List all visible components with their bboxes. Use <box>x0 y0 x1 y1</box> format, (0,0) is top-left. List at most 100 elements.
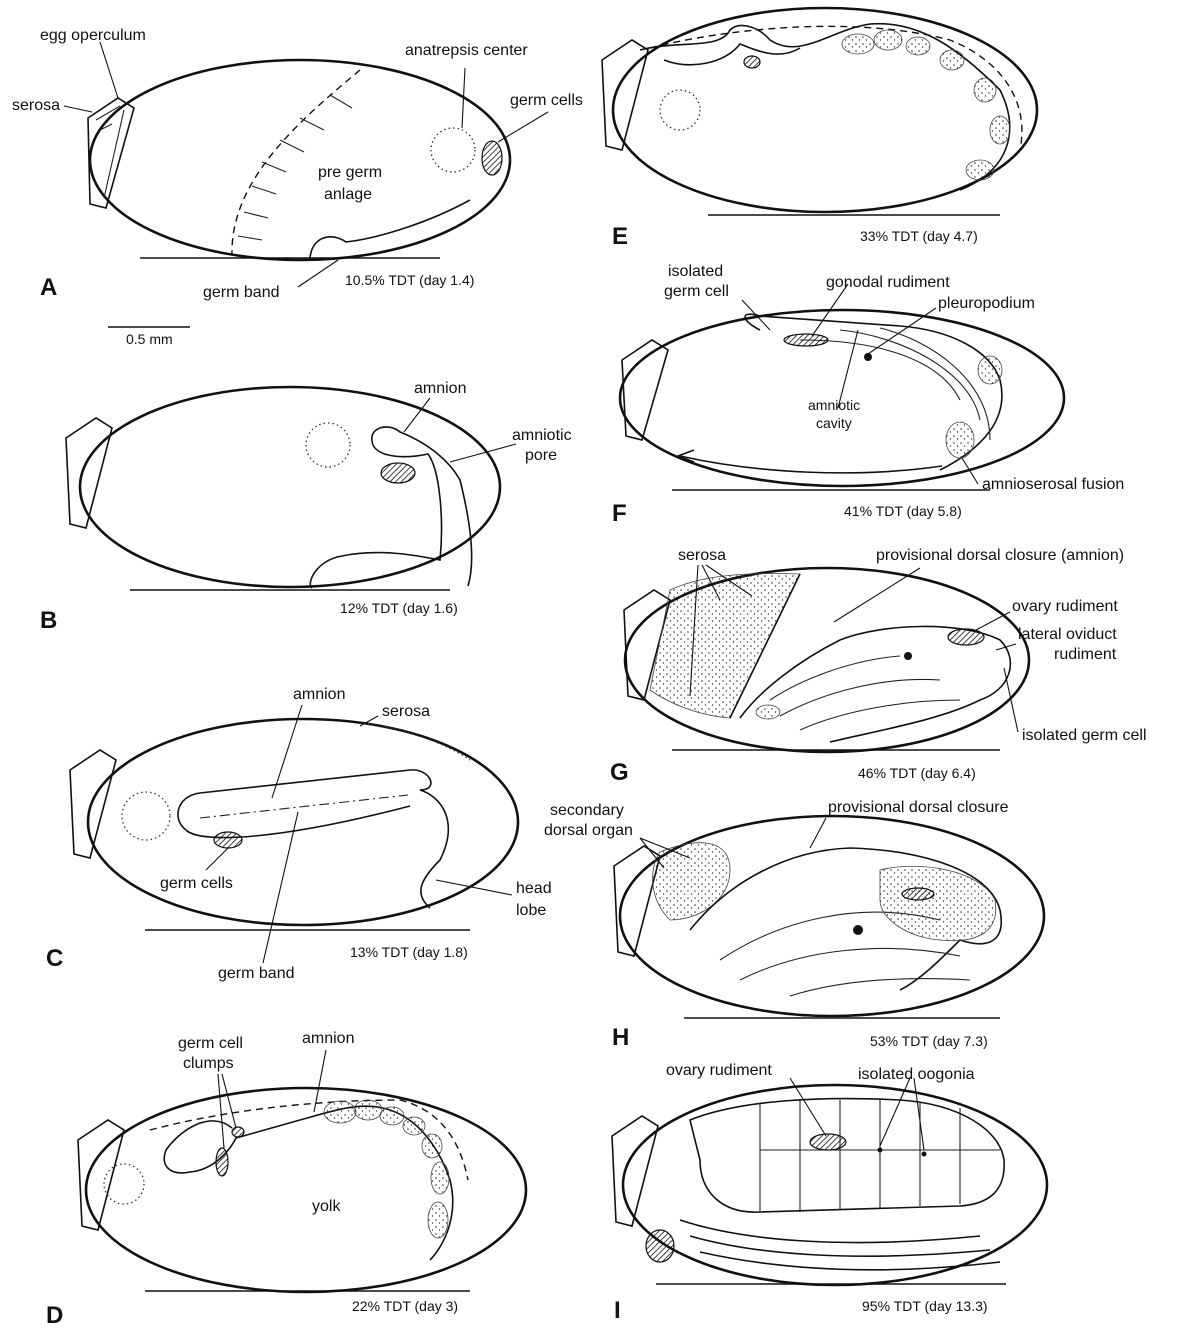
label-anatrepsis-center: anatrepsis center <box>405 42 528 59</box>
egg-operculum-shape <box>612 1116 658 1226</box>
label-isolated-germ-cell: isolated germ cell <box>1022 727 1147 744</box>
caption-i: 95% TDT (day 13.3) <box>862 1298 988 1314</box>
germ-cell-clumps-shape <box>216 1148 228 1176</box>
germ-band-shape <box>310 427 471 588</box>
amnion-line <box>150 1100 468 1180</box>
segment-lines <box>770 656 960 730</box>
panel-letter-d: D <box>46 1302 63 1329</box>
label-dorsal-organ: dorsal organ <box>544 822 633 839</box>
oogonium-dot <box>922 1152 927 1157</box>
label-germ-band: germ band <box>203 284 280 301</box>
label-provisional-dorsal-closure: provisional dorsal closure (amnion) <box>876 547 1124 564</box>
label-amniotic: amniotic <box>808 397 860 413</box>
label-rudiment: rudiment <box>1054 646 1117 663</box>
germ-cells-shape <box>744 56 760 68</box>
label-germ-cell: germ cell <box>664 283 729 300</box>
label-cavity: cavity <box>816 415 852 431</box>
panel-letter-c: C <box>46 945 63 972</box>
label-germ-cell: germ cell <box>178 1035 243 1052</box>
egg-outline <box>88 719 518 925</box>
panel-letter-i: I <box>614 1297 621 1324</box>
germ-cells-shape <box>381 463 415 483</box>
label-clumps: clumps <box>183 1055 234 1072</box>
label-pre-germ: pre germ <box>318 164 382 181</box>
label-germ-band: germ band <box>218 965 295 982</box>
label-provisional-dorsal-closure: provisional dorsal closure <box>828 799 1009 816</box>
segment-lines <box>760 1100 1000 1212</box>
panel-f: isolated germ cell gonodal rudiment pleu… <box>612 263 1124 527</box>
serosa-shape <box>650 574 800 718</box>
caption-g: 46% TDT (day 6.4) <box>858 765 976 781</box>
label-pore: pore <box>525 447 557 464</box>
label-lobe: lobe <box>516 902 546 919</box>
scale-bar-label: 0.5 mm <box>126 331 173 347</box>
head-fold <box>664 44 800 65</box>
anlage-boundary <box>232 70 360 255</box>
label-ovary-rudiment: ovary rudiment <box>666 1062 772 1079</box>
panel-letter-g: G <box>610 759 629 786</box>
label-secondary: secondary <box>550 802 624 819</box>
panel-g: serosa provisional dorsal closure (amnio… <box>610 547 1147 786</box>
label-anlage: anlage <box>324 186 372 203</box>
label-head: head <box>516 880 552 897</box>
appendage-stipple <box>756 705 780 719</box>
caption-d: 22% TDT (day 3) <box>352 1298 458 1314</box>
egg-operculum-shape <box>622 340 668 440</box>
label-amnion: amnion <box>302 1030 354 1047</box>
panel-e: 33% TDT (day 4.7) E <box>602 8 1037 250</box>
label-pleuropodium: pleuropodium <box>938 295 1035 312</box>
egg-operculum-shape <box>602 40 648 150</box>
panel-letter-f: F <box>612 500 627 527</box>
abdomen-outline <box>690 1099 1004 1213</box>
label-germ-cells: germ cells <box>510 92 583 109</box>
panel-letter-a: A <box>40 274 57 301</box>
label-serosa: serosa <box>382 703 430 720</box>
label-amnion: amnion <box>414 380 466 397</box>
caption-e: 33% TDT (day 4.7) <box>860 228 978 244</box>
caption-c: 13% TDT (day 1.8) <box>350 944 468 960</box>
panel-letter-e: E <box>612 223 628 250</box>
label-amniotic: amniotic <box>512 427 572 444</box>
ovary-rudiment-shape <box>948 629 984 645</box>
panel-c: amnion serosa germ cells head lobe germ … <box>46 686 552 982</box>
leg-lines <box>680 1220 1000 1270</box>
egg-operculum-shape <box>66 418 112 528</box>
eye-shape <box>646 1230 674 1262</box>
egg-operculum-shape <box>88 98 134 208</box>
panel-letter-b: B <box>40 607 57 634</box>
label-lateral-oviduct: lateral oviduct <box>1018 626 1117 643</box>
label-ovary-rudiment: ovary rudiment <box>1012 598 1118 615</box>
oogonium-dot <box>878 1148 883 1153</box>
ovary-rudiment-shape <box>810 1134 846 1150</box>
panel-letter-h: H <box>612 1024 629 1051</box>
anatrepsis-center-shape <box>660 90 700 130</box>
ovary-rudiment-shape <box>902 888 934 900</box>
label-amnion: amnion <box>293 686 345 703</box>
egg-outline <box>623 1085 1047 1285</box>
egg-outline <box>90 60 510 260</box>
panel-b: amnion amniotic pore 12% TDT (day 1.6) B <box>40 380 572 634</box>
caption-b: 12% TDT (day 1.6) <box>340 600 458 616</box>
segment-stipple <box>324 1100 449 1238</box>
scale-bar: 0.5 mm <box>108 327 190 347</box>
dorsal-organ-shape <box>653 843 730 920</box>
label-serosa: serosa <box>678 547 726 564</box>
panel-d: germ cell clumps amnion yolk 22% TDT (da… <box>46 1030 526 1329</box>
segment-stipple <box>842 30 1010 180</box>
label-germ-cells: germ cells <box>160 875 233 892</box>
label-isolated: isolated <box>668 263 723 280</box>
germ-cell-dot <box>853 925 863 935</box>
germ-cell-clump-small <box>232 1127 244 1137</box>
panel-h: secondary dorsal organ provisional dorsa… <box>544 799 1044 1051</box>
caption-a: 10.5% TDT (day 1.4) <box>345 272 474 288</box>
panel-i: ovary rudiment isolated oogonia 95% TDT … <box>612 1062 1047 1324</box>
label-isolated-oogonia: isolated oogonia <box>858 1066 975 1083</box>
germ-cells-shape <box>482 141 502 175</box>
egg-outline <box>80 387 500 587</box>
panel-a: egg operculum serosa anatrepsis center g… <box>12 27 583 301</box>
label-yolk: yolk <box>312 1198 341 1215</box>
label-amnioserosal-fusion: amnioserosal fusion <box>982 476 1124 493</box>
germ-cells-shape <box>214 832 242 848</box>
label-egg-operculum: egg operculum <box>40 27 146 44</box>
